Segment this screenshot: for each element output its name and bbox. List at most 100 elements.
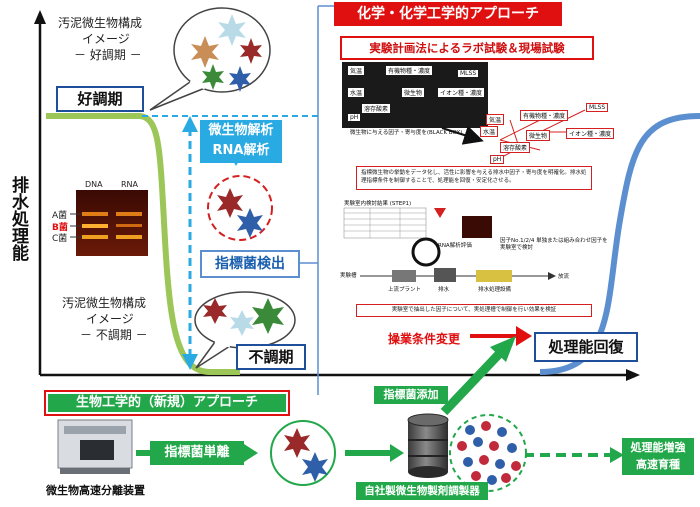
microbe-green-icon: [202, 64, 224, 90]
microbe-orange-icon: [191, 36, 219, 68]
device-base: [60, 468, 130, 474]
analysis-line1: 微生物解析: [208, 123, 274, 138]
doc-box-ion: イオン種・濃度: [438, 88, 485, 97]
good-caption-l3: － 好調期 －: [74, 48, 142, 62]
reactor-drum-top: [407, 413, 449, 427]
gel-col-dna: DNA: [85, 180, 103, 189]
doc-plant-label-5: 放流: [558, 274, 570, 280]
microbe-dot-icon: [511, 461, 521, 471]
gel-image: [76, 190, 148, 256]
device-frame: [64, 426, 126, 434]
chem-approach-title-text: 化学・化学工学的アプローチ: [357, 6, 539, 22]
microbe-dot-icon: [497, 427, 507, 437]
microbe-red-icon: [284, 428, 310, 458]
doc-link: [539, 109, 586, 133]
microbe-red-icon: [203, 298, 227, 324]
to-reactor-arrow-head: [390, 444, 404, 462]
microbe-red-icon: [240, 38, 262, 64]
doc-plant-label-4: 排水処理設備: [478, 287, 512, 293]
gel-band: [82, 235, 108, 239]
detect-box: 指標菌検出: [200, 250, 300, 278]
enhance-label: 処理能増強 高速育種: [622, 438, 694, 475]
gel-band: [116, 224, 142, 227]
doc-rna-caption: RNA解析評価: [438, 243, 472, 249]
doc-node-ph: pH: [490, 155, 505, 164]
microbe-dot-icon: [479, 455, 489, 465]
enhance-label-l1: 処理能増強: [630, 441, 686, 454]
device-stage: [80, 440, 114, 460]
gel-band: [82, 224, 108, 228]
isolate-label: 指標菌単離: [150, 441, 244, 465]
microbe-dot-icon: [495, 459, 505, 469]
doc-right-caption: 因子No.1/2/4 単独または組み合わせ因子を実験室で検討: [500, 238, 610, 252]
doc-box-water-temp: 水温: [348, 88, 365, 97]
microbe-lightblue-icon: [230, 310, 254, 336]
doc-cycle-icon: [411, 237, 441, 267]
doc-node-air-temp: 気温: [486, 114, 505, 125]
gel-band-a-label: A菌: [52, 211, 68, 221]
doc-node-mlss: MLSS: [586, 103, 609, 112]
y-axis-arrowhead: [34, 10, 46, 24]
ops-arrow-head: [516, 326, 532, 346]
doc-right-caption-text: 因子No.1/2/4 単独または組み合わせ因子を実験室で検討: [500, 238, 608, 251]
microbe-lightblue-icon: [218, 14, 246, 46]
chem-approach-subtitle-text: 実験計画法によるラボ試験＆現場試験: [369, 41, 565, 55]
microbe-green-icon: [252, 298, 284, 334]
doc-plant-pipe-arrow: [548, 272, 556, 280]
bad-period-box: 不調期: [236, 344, 306, 370]
reactor-label: 自社製微生物製剤調製器: [356, 482, 488, 500]
microbe-blue-icon: [302, 452, 328, 482]
enhance-arrow-head: [610, 447, 624, 463]
doc-box-microbe: 微生物: [402, 88, 425, 97]
doc-bottom-text: 実験室で抽出した因子について、実処理槽で制御を行い効果を検証: [391, 307, 557, 313]
doc-plant-block: [434, 268, 456, 282]
good-period-label: 好調期: [77, 90, 123, 108]
doc-box-organic: 有機物種・濃度: [386, 66, 433, 75]
analysis-label: 微生物解析 RNA解析: [200, 120, 282, 163]
microbe-dot-icon: [489, 441, 499, 451]
gel-band: [116, 212, 142, 216]
good-bubble-tail-mask: [189, 80, 206, 90]
doc-node-ion: イオン種・濃度: [566, 128, 615, 139]
doc-plant-label-2: 上流プラント: [388, 287, 422, 293]
ops-change-label: 操業条件変更: [388, 332, 461, 346]
chem-approach-subtitle: 実験計画法によるラボ試験＆現場試験: [340, 36, 594, 60]
doc-note-text: 指標微生物の挙動をデータ化し、活性に影響を与える排水中因子・寄与度を明確化。排水…: [361, 170, 587, 184]
doc-gel-mini: [462, 216, 492, 238]
isolate-arrow-head: [244, 444, 258, 462]
gel-band: [82, 212, 108, 216]
bad-caption-l1: 汚泥微生物構成: [62, 296, 147, 310]
doc-node-water-temp: 水温: [480, 126, 499, 137]
doc-plant-label-3: 排水: [438, 287, 450, 293]
doc-plant-label-1: 実験槽: [340, 273, 357, 279]
good-caption-l1: 汚泥微生物構成: [58, 16, 143, 30]
recovery-box: 処理能回復: [534, 332, 638, 362]
isolate-label-text: 指標菌単離: [164, 445, 230, 460]
bad-period-label: 不調期: [248, 348, 294, 366]
reactor-drum-bottom: [408, 466, 448, 478]
bio-approach-title: 生物工学的（新規）アプローチ: [44, 390, 290, 416]
good-period-box: 好調期: [56, 86, 144, 112]
microbe-group-good: [191, 14, 262, 92]
recovery-label: 処理能回復: [548, 338, 624, 356]
doc-node-microbe: 微生物: [526, 130, 551, 141]
doc-box-ph: pH: [348, 114, 361, 121]
doc-link: [499, 119, 541, 141]
detect-label: 指標菌検出: [215, 256, 285, 272]
doc-arrow: [441, 125, 484, 145]
microbe-blue-icon: [229, 66, 251, 92]
y-axis-label: 排水処理能: [8, 176, 28, 261]
bad-bubble-tail-mask: [214, 340, 231, 348]
bio-approach-title-text: 生物工学的（新規）アプローチ: [75, 395, 258, 410]
microbe-dot-icon: [487, 475, 497, 485]
good-bubble-tail: [149, 81, 206, 111]
microbe-dot-icon: [471, 471, 481, 481]
device-label: 微生物高速分離装置: [46, 484, 145, 497]
add-arrow-head: [490, 336, 516, 362]
gel-band-b-label: B菌: [52, 223, 68, 233]
doc-box-air-temp: 気温: [348, 66, 365, 75]
enhance-label-l2: 高速育種: [636, 458, 680, 471]
doc-table: [343, 207, 427, 239]
doc-note-box: 指標微生物の挙動をデータ化し、活性に影響を与える排水中因子・寄与度を明確化。排水…: [356, 166, 592, 190]
